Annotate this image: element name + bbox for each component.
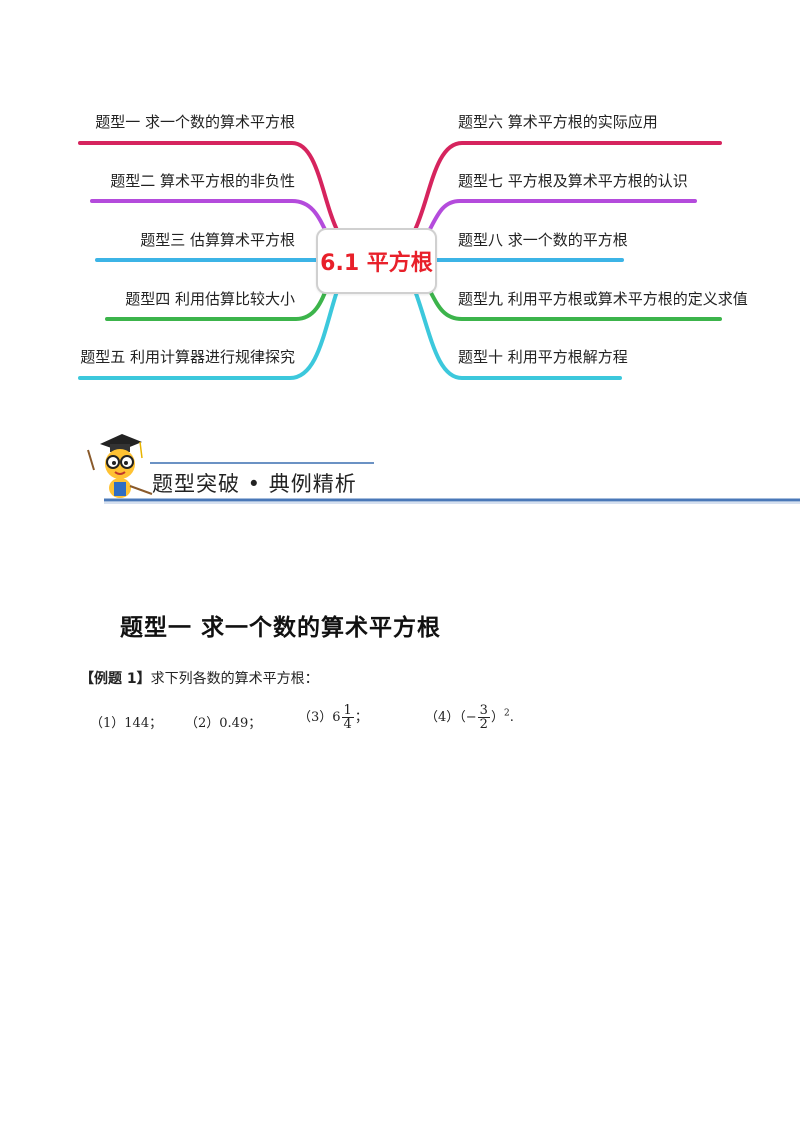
example-prompt: 求下列各数的算术平方根： bbox=[150, 671, 319, 687]
branch-label-5: 题型五 利用计算器进行规律探究 bbox=[80, 348, 295, 366]
fraction-numerator: 3 bbox=[477, 703, 490, 718]
fraction-denominator: 4 bbox=[343, 717, 352, 732]
item-4-suffix: ） bbox=[490, 710, 504, 725]
example-item-2: （2）0.49； bbox=[185, 716, 262, 731]
section-heading: 题型一 求一个数的算术平方根 bbox=[120, 614, 442, 641]
section-banner bbox=[87, 434, 800, 504]
branch-label-1: 题型一 求一个数的算术平方根 bbox=[95, 113, 295, 131]
item-4-end: . bbox=[509, 710, 514, 725]
fraction-numerator: 1 bbox=[341, 703, 354, 718]
branch-connector bbox=[412, 286, 622, 380]
branch-label-4: 题型四 利用估算比较大小 bbox=[125, 290, 295, 308]
banner-title: 题型突破 • 典例精析 bbox=[152, 472, 357, 496]
branch-label-10: 题型十 利用平方根解方程 bbox=[458, 348, 628, 366]
example-item-1: （1）144； bbox=[90, 716, 163, 731]
owl-graduate-icon bbox=[87, 434, 153, 498]
mindmap-center-title: 6.1 平方根 bbox=[320, 251, 433, 276]
branch-label-3: 题型三 估算算术平方根 bbox=[140, 231, 295, 249]
item-4-exponent: 2 bbox=[503, 708, 510, 719]
branch-connector bbox=[412, 141, 722, 234]
fraction-denominator: 2 bbox=[479, 717, 488, 732]
item-4-prefix: （4）（− bbox=[425, 710, 477, 725]
item-3-suffix: ； bbox=[354, 710, 368, 725]
branch-connector bbox=[78, 141, 340, 234]
branch-label-8: 题型八 求一个数的平方根 bbox=[458, 231, 628, 249]
branch-label-2: 题型二 算术平方根的非负性 bbox=[110, 172, 295, 190]
example-prompt-line: 【例题 1】求下列各数的算术平方根： bbox=[80, 668, 319, 688]
branch-label-6: 题型六 算术平方根的实际应用 bbox=[458, 113, 658, 131]
branch-label-7: 题型七 平方根及算术平方根的认识 bbox=[458, 172, 688, 190]
mindmap-center: 6.1 平方根 bbox=[316, 228, 437, 294]
item-3-prefix: （3）6 bbox=[298, 710, 341, 725]
branch-label-9: 题型九 利用平方根或算术平方根的定义求值 bbox=[458, 290, 748, 308]
branch-connector bbox=[78, 286, 340, 380]
example-tag: 【例题 1】 bbox=[80, 671, 151, 687]
mindmap-connectors bbox=[78, 141, 722, 380]
